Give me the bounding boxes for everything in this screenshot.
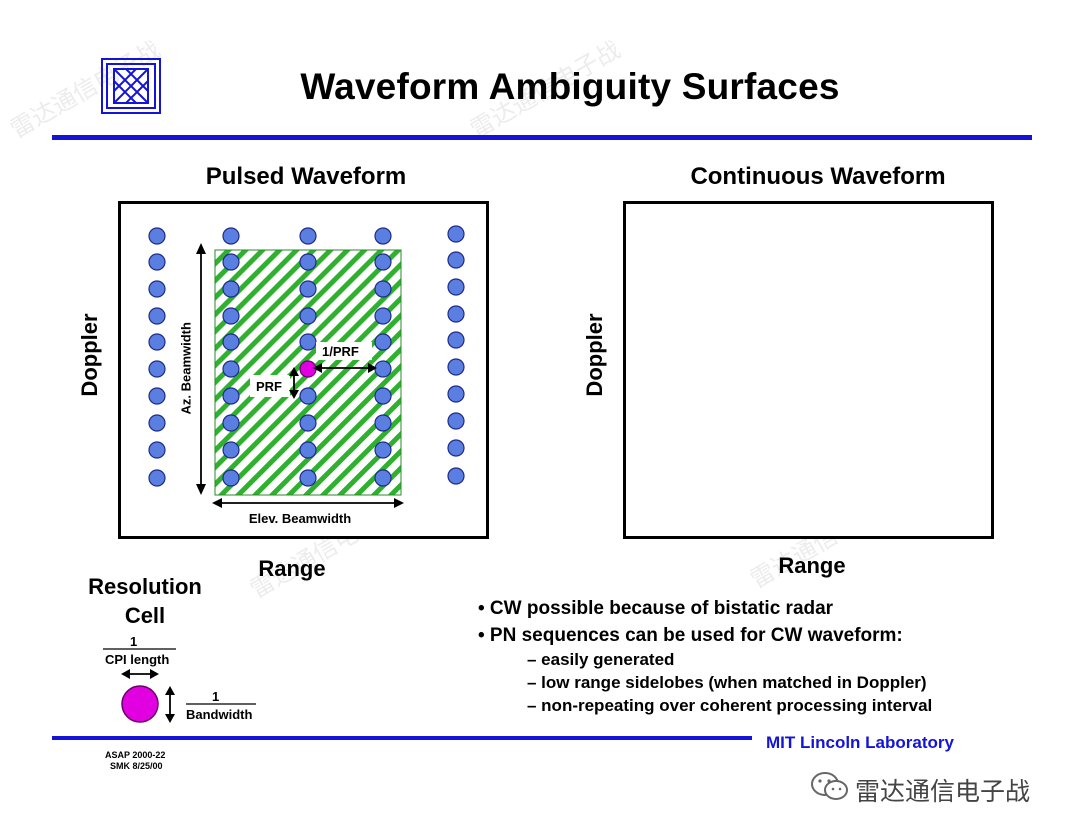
resolution-title-line2: Cell <box>124 603 166 628</box>
arrowhead <box>150 669 159 679</box>
sub-bullet-item: – easily generated <box>527 650 675 669</box>
dot-column <box>447 225 465 485</box>
header-divider <box>52 135 1032 140</box>
pulsed-y-axis-label: Doppler <box>77 313 102 397</box>
continuous-heading: Continuous Waveform <box>690 163 946 190</box>
arrowhead <box>289 390 299 399</box>
continuous-surface <box>623 201 994 539</box>
dot-column <box>374 227 392 487</box>
main-response-dot <box>299 360 317 378</box>
bullet-item: • PN sequences can be used for CW wavefo… <box>478 625 903 646</box>
arrowhead <box>196 243 206 254</box>
resolution-cell-dot <box>121 685 159 723</box>
sub-bullet-item: – non-repeating over coherent processing… <box>527 696 933 715</box>
one-over-prf-label: 1/PRF <box>322 344 359 359</box>
pulsed-x-axis-label: Range <box>258 556 326 581</box>
lincoln-lab-logo <box>101 58 161 114</box>
ambiguity-dots <box>148 225 465 487</box>
az-beamwidth-label: Az. Beamwidth <box>178 322 194 415</box>
arrowhead <box>121 669 130 679</box>
dot-column <box>299 227 317 487</box>
resolution-title-line1: Resolution <box>88 574 202 599</box>
resolution-title: Resolution Cell <box>70 572 220 630</box>
bullet-item: • CW possible because of bistatic radar <box>478 598 834 619</box>
arrowhead <box>165 714 175 723</box>
prf-label-bg <box>250 375 290 397</box>
continuous-y-axis-label: Doppler <box>582 313 607 397</box>
elev-beamwidth-label: Elev. Beamwidth <box>248 511 352 526</box>
cpi-numerator: 1 <box>130 634 138 649</box>
lincoln-lab-brand: MIT Lincoln Laboratory <box>766 733 954 752</box>
wechat-source-label: 雷达通信电子战 <box>855 777 1031 806</box>
dot-column <box>222 227 240 487</box>
bandwidth-denominator: Bandwidth <box>186 707 253 722</box>
arrowhead <box>165 686 175 695</box>
arrowhead <box>368 363 377 373</box>
footer-divider <box>52 736 752 740</box>
continuous-x-axis-label: Range <box>778 553 846 578</box>
wechat-icon <box>811 772 848 800</box>
prf-label-bg <box>316 342 372 360</box>
prf-label: PRF <box>256 379 282 394</box>
arrowhead <box>196 484 206 495</box>
footer-code: ASAP 2000-22 SMK 8/25/00 <box>105 750 165 772</box>
footer-line1: ASAP 2000-22 <box>105 750 166 760</box>
footer-line2: SMK 8/25/00 <box>110 761 163 771</box>
arrowhead <box>394 498 404 508</box>
arrowhead <box>212 498 222 508</box>
arrowhead <box>313 363 322 373</box>
bandwidth-numerator: 1 <box>212 689 220 704</box>
cpi-denominator: CPI length <box>105 652 170 667</box>
arrowhead <box>289 367 299 376</box>
dot-column <box>148 227 166 487</box>
sub-bullet-item: – low range sidelobes (when matched in D… <box>527 673 927 692</box>
pulsed-heading: Pulsed Waveform <box>205 163 407 190</box>
page-title: Waveform Ambiguity Surfaces <box>300 66 840 107</box>
